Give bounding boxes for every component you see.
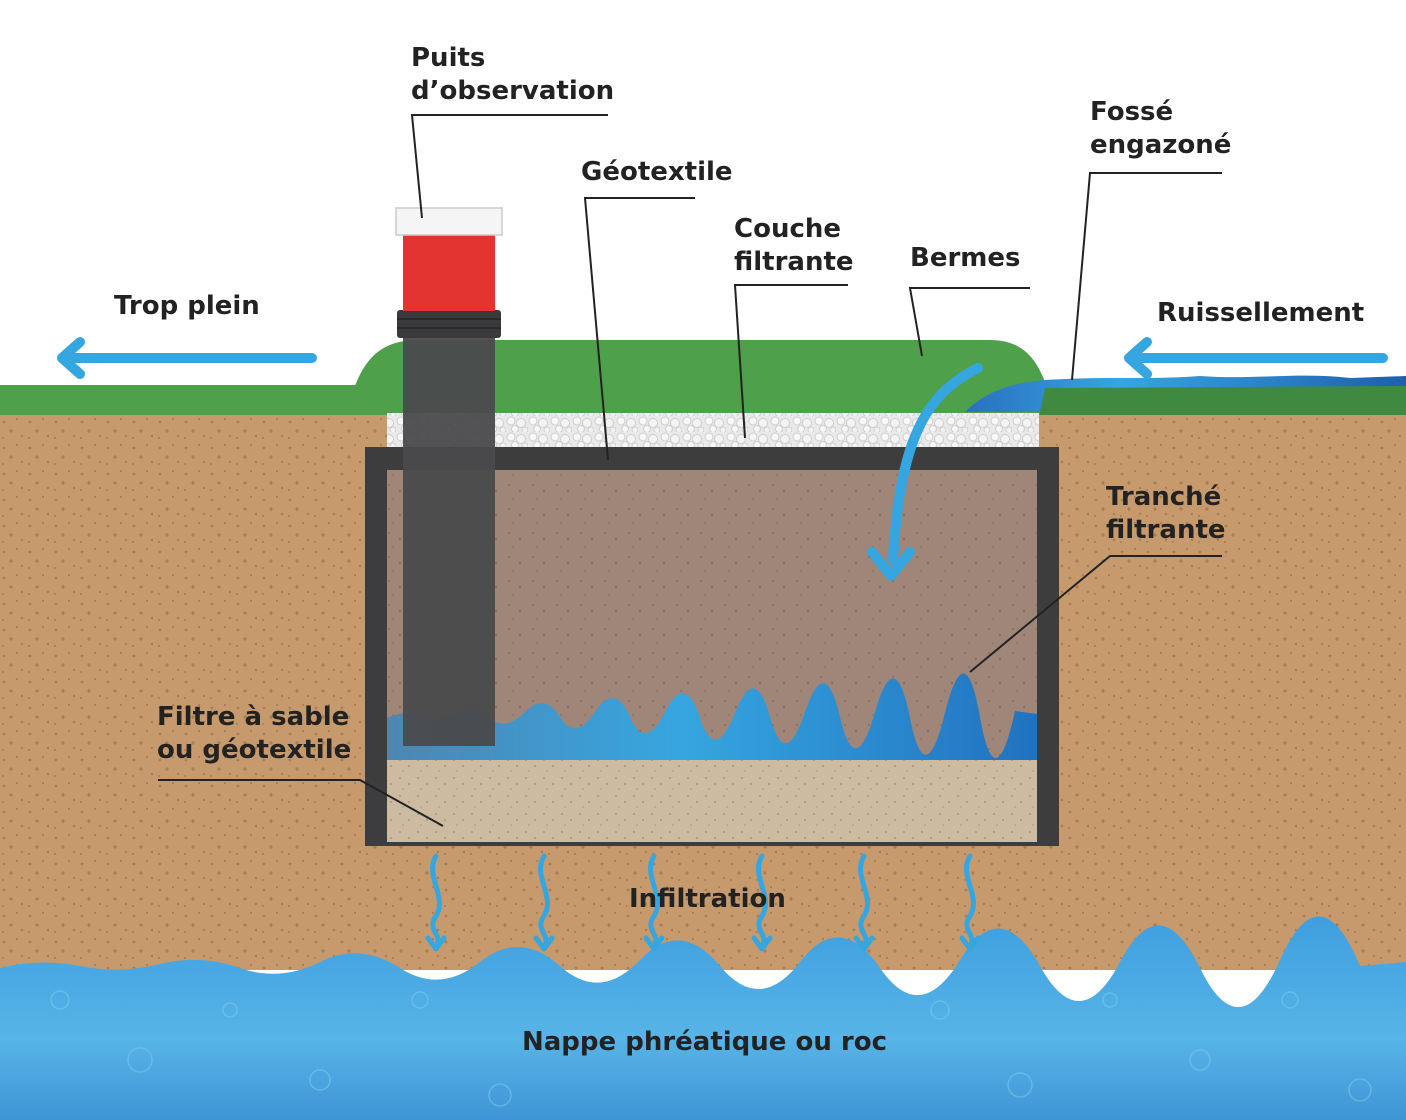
label-ruissellement: Ruissellement [1157, 297, 1364, 330]
trench-fill [387, 470, 1037, 760]
label-geotextile-text: Géotextile [581, 157, 733, 187]
wavy-arrow-head-icon [751, 935, 773, 952]
label-fosse-engazone: Fossé engazoné [1090, 96, 1231, 162]
label-filtre-line1: Filtre à sable [157, 702, 350, 732]
wavy-arrow-head-icon [643, 935, 665, 952]
label-fosse-line2: engazoné [1090, 130, 1232, 160]
label-filtre-sable: Filtre à sable ou géotextile [157, 701, 351, 767]
label-puits-line2: d’observation [411, 76, 615, 106]
wavy-arrow-head-icon [425, 935, 447, 952]
label-couche-line2: filtrante [734, 247, 854, 277]
leader-line-fosse [1071, 172, 1222, 381]
leader-line-puits [410, 114, 608, 219]
leader-line-geotextile [583, 197, 695, 461]
well-cap-red [403, 233, 495, 311]
infiltration-arrows [425, 853, 981, 952]
wavy-arrow-down-icon [430, 853, 442, 949]
label-tranche-line2: filtrante [1106, 515, 1226, 545]
leader-line-tranche [969, 555, 1222, 673]
label-tranche-line1: Tranché [1106, 482, 1222, 512]
label-nappe-phreatique: Nappe phréatique ou roc [522, 1026, 887, 1059]
pipe-collar [397, 310, 501, 338]
arrow-left-icon-head [57, 337, 85, 379]
label-trop-plein: Trop plein [114, 290, 260, 323]
label-nappe-text: Nappe phréatique ou roc [522, 1027, 888, 1057]
grass-left [0, 385, 400, 415]
label-trop-plein-text: Trop plein [114, 291, 260, 321]
label-puits-observation: Puits d’observation [411, 42, 614, 108]
filtering-layer [387, 413, 1039, 449]
wavy-arrow-head-icon [959, 935, 981, 952]
label-bermes-text: Bermes [910, 243, 1021, 273]
label-couche-filtrante: Couche filtrante [734, 213, 854, 279]
wavy-arrow-down-icon [964, 853, 976, 949]
wavy-arrow-head-icon [533, 935, 555, 952]
wavy-arrow-head-icon [853, 935, 875, 952]
label-bermes: Bermes [910, 242, 1020, 275]
well-cap-top [395, 207, 503, 236]
observation-well-pipe [403, 334, 495, 746]
label-geotextile: Géotextile [581, 156, 733, 189]
label-fosse-line1: Fossé [1090, 97, 1174, 127]
label-ruissellement-text: Ruissellement [1157, 298, 1365, 328]
trench-water [387, 673, 1037, 760]
wavy-arrow-down-icon [538, 853, 550, 949]
berm [355, 340, 1045, 415]
label-couche-line1: Couche [734, 214, 842, 244]
water-table [0, 916, 1406, 1120]
label-tranche-filtrante: Tranché filtrante [1106, 481, 1226, 547]
wavy-arrow-down-icon [858, 853, 870, 949]
label-infiltration: Infiltration [629, 883, 786, 916]
leader-line-couche [733, 284, 848, 439]
grass-right [1040, 383, 1406, 415]
arrow-left-icon-head [1124, 337, 1152, 379]
water-table-bubbles [50, 990, 1372, 1107]
label-puits-line1: Puits [411, 43, 486, 73]
ditch-water [965, 375, 1406, 412]
sand-filter [387, 760, 1037, 842]
leader-line-filtre [158, 779, 444, 827]
leader-line-bermes [908, 287, 1030, 357]
label-infiltration-text: Infiltration [629, 884, 786, 914]
wavy-arrow-down-icon [756, 853, 768, 949]
wavy-arrow-down-icon [648, 853, 660, 949]
curved-arrow-down-icon-head [867, 547, 915, 581]
curved-arrow-down-icon [888, 363, 983, 565]
label-filtre-line2: ou géotextile [157, 735, 352, 765]
